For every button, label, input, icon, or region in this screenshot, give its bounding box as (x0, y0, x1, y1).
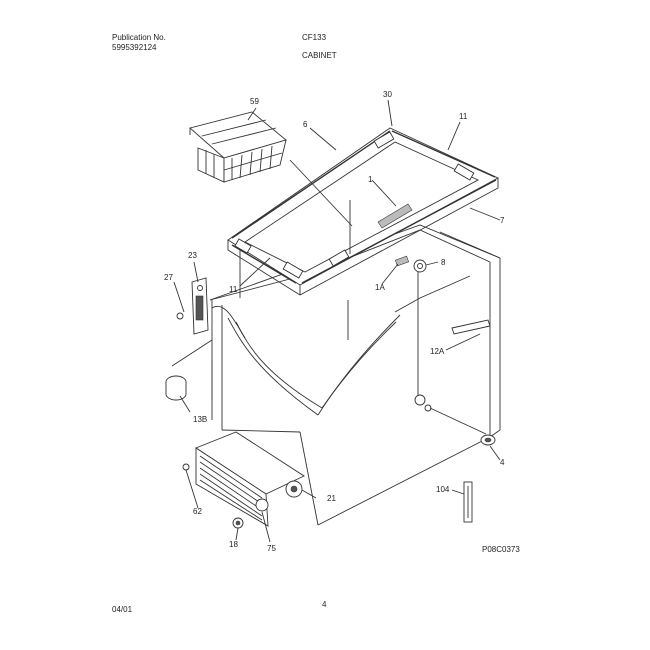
lid-frame (227, 127, 500, 296)
publication-number: 5995392124 (112, 43, 157, 52)
wire-basket (189, 111, 287, 183)
footer-date: 04/01 (112, 605, 133, 614)
control-panel (182, 431, 305, 529)
publication-label: Publication No. (112, 33, 166, 42)
hinge-assembly (176, 277, 209, 335)
callout-104: 104 (436, 485, 450, 494)
callout-21: 21 (327, 494, 336, 503)
callout-1: 1 (368, 175, 373, 184)
section-title: CABINET (302, 51, 337, 60)
callout-7: 7 (500, 216, 505, 225)
callout-12a: 12A (430, 347, 445, 356)
callout-labels: 59 30 6 11 1 7 23 27 11 1A 8 12A 13B 21 … (164, 90, 520, 554)
callout-59: 59 (250, 97, 259, 106)
page-number: 4 (322, 600, 327, 609)
callout-13b: 13B (193, 415, 207, 424)
cabinet-body (209, 224, 501, 526)
callout-30: 30 (383, 90, 392, 99)
callout-23: 23 (188, 251, 197, 260)
callout-18: 18 (229, 540, 238, 549)
callout-75: 75 (267, 544, 276, 553)
leveling-foot (165, 375, 187, 401)
small-parts (394, 255, 496, 523)
callout-27: 27 (164, 273, 173, 282)
callout-62: 62 (193, 507, 202, 516)
model-number: CF133 (302, 33, 327, 42)
callout-11-top: 11 (459, 112, 468, 121)
callout-4: 4 (500, 458, 505, 467)
callout-1a: 1A (375, 283, 385, 292)
figure-code: P08C0373 (482, 545, 520, 554)
callout-8: 8 (441, 258, 446, 267)
leader-lines (171, 99, 501, 543)
callout-6: 6 (303, 120, 308, 129)
callout-11-left: 11 (229, 285, 238, 294)
